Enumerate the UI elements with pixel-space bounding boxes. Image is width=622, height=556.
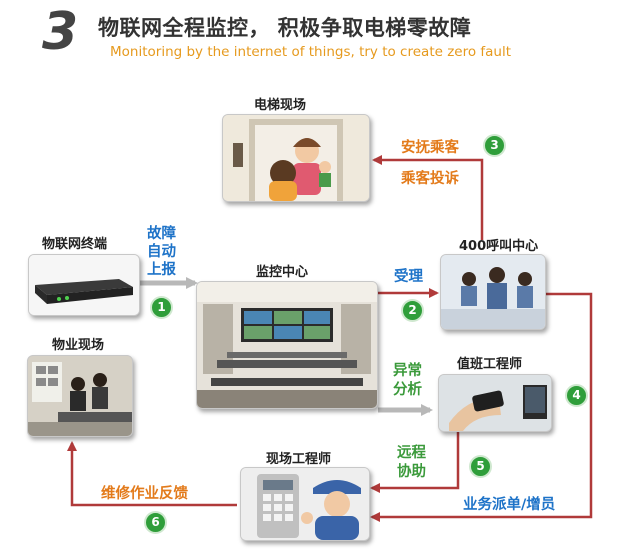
flow-6-badge: 6 bbox=[144, 511, 167, 534]
call-center-image bbox=[440, 254, 546, 330]
label-property-site: 物业现场 bbox=[52, 338, 105, 353]
arrow-duty-to-field bbox=[370, 432, 460, 493]
flow-2-badge: 2 bbox=[401, 299, 424, 322]
arrow-call-to-field bbox=[370, 292, 593, 522]
elevator-site-image bbox=[222, 114, 370, 202]
iot-terminal-image bbox=[28, 254, 140, 316]
diagram-title: 物联网全程监控， 积极争取电梯零故障 bbox=[98, 16, 472, 40]
flow-4-badge: 4 bbox=[565, 384, 588, 407]
diagram-subtitle: Monitoring by the internet of things, tr… bbox=[110, 44, 512, 60]
flow-3-badge: 3 bbox=[483, 134, 506, 157]
step-number: 3 bbox=[42, 2, 79, 62]
flow-3-label: 安抚乘客 bbox=[401, 140, 459, 156]
arrow-field-to-property bbox=[67, 441, 237, 507]
flow-6-label: 维修作业反馈 bbox=[101, 486, 188, 502]
label-field-engineer: 现场工程师 bbox=[266, 452, 332, 467]
label-iot-terminal: 物联网终端 bbox=[42, 237, 108, 252]
flow-analysis-label: 异常 分析 bbox=[393, 363, 422, 398]
flow-2-label: 受理 bbox=[394, 269, 423, 285]
label-duty-engineer: 值班工程师 bbox=[457, 357, 523, 372]
duty-engineer-image bbox=[438, 374, 552, 432]
label-call-center: 400呼叫中心 bbox=[459, 239, 539, 254]
arrow-call-to-elevator bbox=[372, 155, 484, 240]
field-engineer-image bbox=[240, 467, 370, 541]
property-site-image bbox=[27, 355, 133, 437]
flow-3b-label: 乘客投诉 bbox=[401, 171, 459, 187]
flow-4-label: 业务派单/增员 bbox=[463, 497, 556, 513]
monitoring-center-image bbox=[196, 281, 378, 409]
flow-1-badge: 1 bbox=[150, 296, 173, 319]
label-elevator-site: 电梯现场 bbox=[254, 98, 307, 113]
flow-1-label: 故障 自动 上报 bbox=[147, 226, 176, 278]
label-monitoring-center: 监控中心 bbox=[256, 265, 309, 280]
flow-5-label: 远程 协助 bbox=[397, 445, 426, 480]
flow-5-badge: 5 bbox=[469, 455, 492, 478]
